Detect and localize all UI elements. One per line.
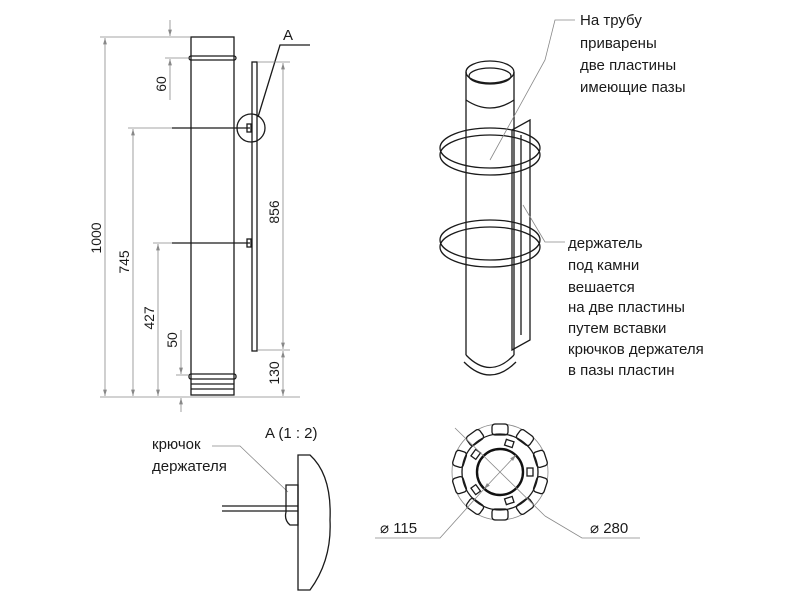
holder-bar-iso (511, 118, 531, 352)
plate-lobes (452, 423, 548, 521)
plate-slot (503, 438, 515, 449)
plate-slot (526, 467, 534, 477)
dim-856: 856 (266, 200, 282, 224)
note-holder-line-3: вешается (568, 279, 635, 296)
inner-diameter: ⌀ 115 (380, 520, 417, 537)
dim-745: 745 (116, 250, 132, 274)
plate-lobe (491, 423, 509, 436)
note-holder-line-2: под камни (568, 257, 639, 274)
note-holder-line-5: путем вставки (568, 320, 666, 337)
plate-lobe (532, 449, 548, 469)
note-holder-line-1: держатель (568, 235, 643, 252)
detail-marker: A (283, 27, 293, 44)
front-view: A 1000 745 427 60 50 856 130 (88, 20, 310, 412)
dim-50: 50 (164, 332, 180, 348)
plate-slot (470, 483, 482, 496)
plate-lobe (515, 497, 535, 515)
plate-lobe (452, 475, 468, 495)
plate-lobe (532, 475, 548, 495)
plate-lobe (491, 508, 509, 521)
note-pipe-line-2: приварены (580, 35, 657, 52)
note-holder-line-6: крючков держателя (568, 341, 704, 358)
note-pipe-line-3: две пластины (580, 57, 676, 74)
outer-diameter: ⌀ 280 (590, 520, 628, 537)
upper-plate-iso (439, 127, 541, 176)
plate-lobe (465, 429, 485, 447)
dim-1000: 1000 (88, 222, 104, 253)
plate-lobe (452, 449, 468, 469)
holder-bar-section (297, 454, 331, 591)
hook-label-line-1: крючок (152, 436, 201, 453)
plate-lobe (515, 429, 535, 447)
plate-slot (470, 448, 482, 461)
hook (284, 484, 299, 526)
note-pipe-line-1: На трубу (580, 12, 642, 29)
dimension-lines (100, 20, 300, 412)
note-holder-line-7: в пазы пластин (568, 362, 675, 379)
note-holder-line-4: на две пластины (568, 299, 685, 316)
dim-60: 60 (153, 76, 169, 92)
stone-holder-bar (251, 61, 258, 352)
isometric-view: На трубу приварены две пластины имеющие … (439, 12, 704, 379)
lower-plate-iso (439, 219, 541, 268)
top-view: ⌀ 115 ⌀ 280 (375, 423, 640, 539)
note-pipe-line-4: имеющие пазы (580, 79, 685, 96)
detail-view: A (1 : 2) крючок держателя (152, 425, 331, 591)
hook-label-line-2: держателя (152, 458, 227, 475)
plate-lobe (465, 497, 485, 515)
detail-title: A (1 : 2) (265, 425, 318, 442)
dim-130: 130 (266, 361, 282, 385)
pipe (188, 36, 237, 396)
dim-427: 427 (141, 306, 157, 330)
plate-slot (503, 495, 515, 506)
pipe-section (475, 447, 525, 497)
detail-a-circle (236, 113, 266, 143)
